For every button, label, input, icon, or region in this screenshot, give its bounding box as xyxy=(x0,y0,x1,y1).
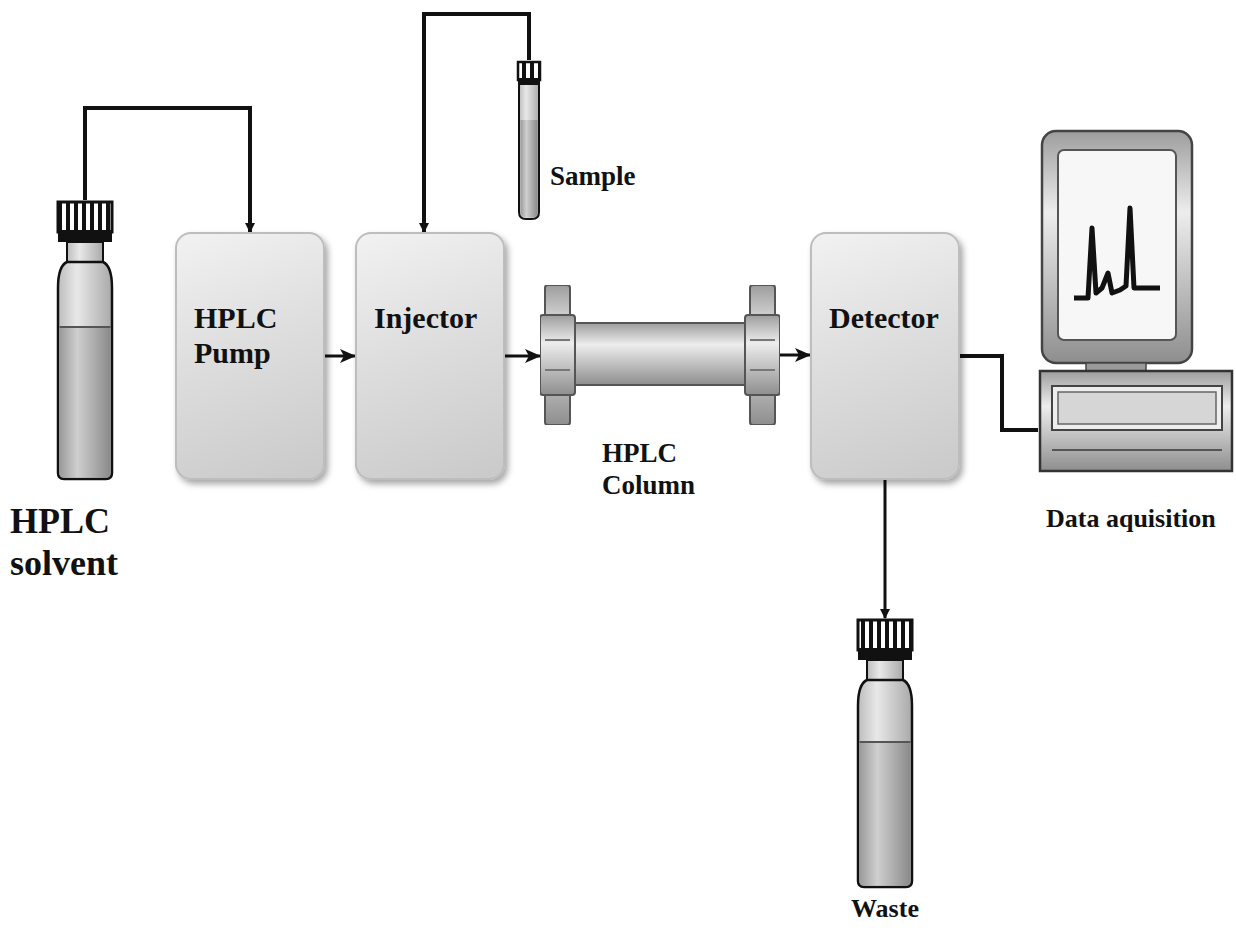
flow-connector xyxy=(884,480,887,618)
waste-bottle xyxy=(845,618,925,890)
solvent-bottle xyxy=(50,200,120,482)
computer xyxy=(1038,128,1234,473)
process-box: HPLC Pump xyxy=(175,232,325,480)
process-box: Detector xyxy=(810,232,960,480)
process-box: Injector xyxy=(355,232,505,480)
equipment-node: HPLC solvent xyxy=(20,200,150,620)
equipment-node: Sample xyxy=(510,60,650,225)
sample-vial xyxy=(514,60,544,222)
flow-connector xyxy=(424,14,529,232)
column-tube xyxy=(540,285,780,425)
flow-connector xyxy=(325,355,355,358)
flow-connector xyxy=(505,355,540,358)
equipment-node: HPLC Column xyxy=(540,285,780,525)
flow-connector xyxy=(960,356,1038,430)
equipment-label: Data aquisition xyxy=(1046,504,1236,535)
box-label: Injector xyxy=(374,300,486,335)
box-label: HPLC Pump xyxy=(194,300,306,371)
box-label: Detector xyxy=(829,300,941,335)
flow-connector xyxy=(780,354,810,357)
equipment-label: Sample xyxy=(550,161,650,193)
equipment-label: HPLC Column xyxy=(602,438,722,502)
equipment-label: Waste xyxy=(835,894,935,925)
equipment-label: HPLC solvent xyxy=(10,500,140,585)
equipment-node: Data aquisition xyxy=(1038,128,1234,548)
equipment-node: Waste xyxy=(845,618,925,930)
